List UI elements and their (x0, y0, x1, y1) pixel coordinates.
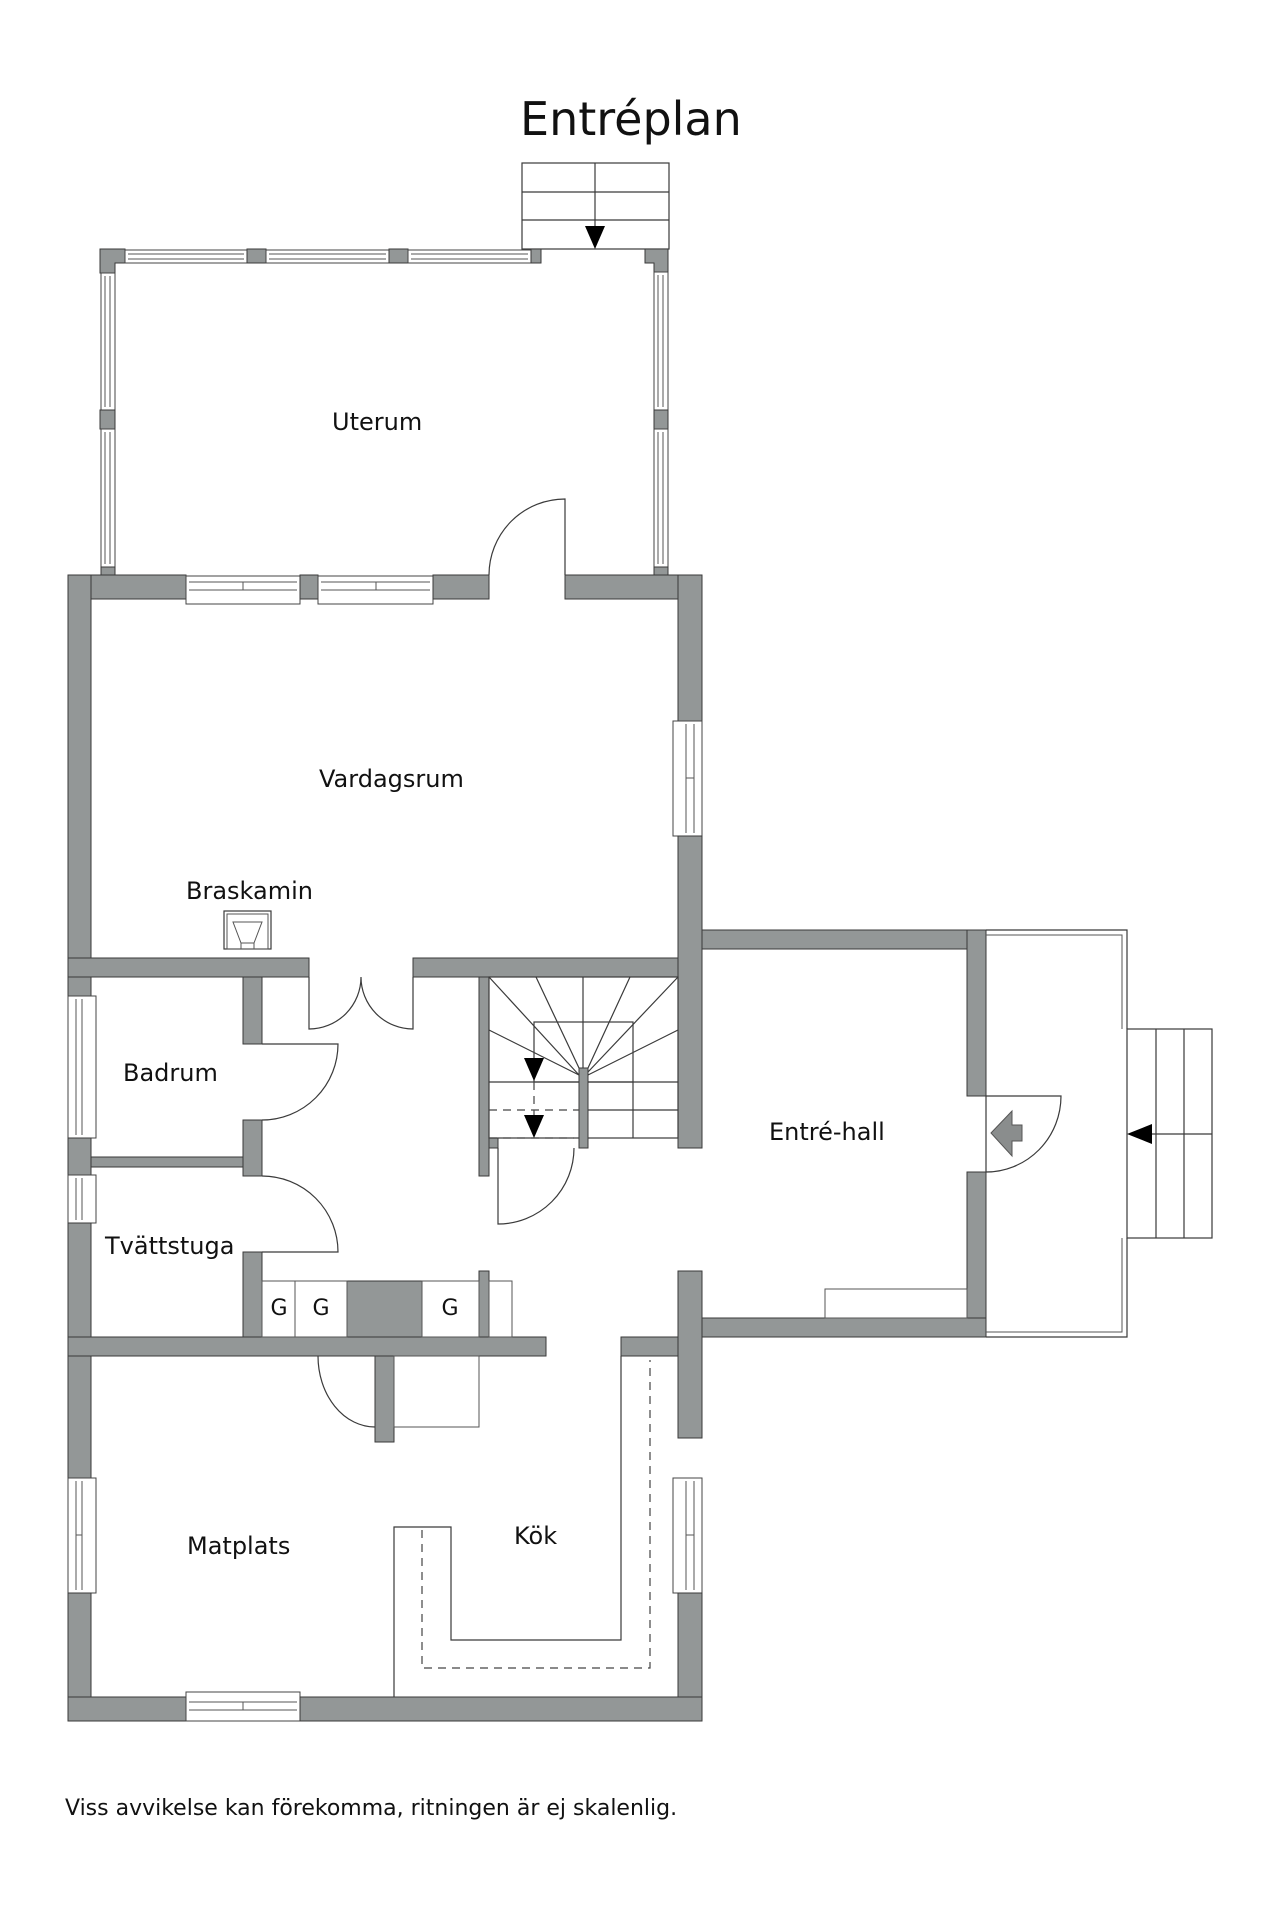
main-walls (67, 498, 987, 1722)
room-label-vardagsrum: Vardagsrum (319, 765, 464, 793)
door-storage (317, 1355, 376, 1428)
room-label-uterum: Uterum (332, 408, 423, 436)
main-entrance-icon (990, 1109, 1023, 1158)
down-arrow-icon (585, 226, 605, 249)
cabinets (261, 1280, 513, 1338)
kitchen-counter (393, 1356, 651, 1697)
room-label-matplats: Matplats (187, 1532, 291, 1560)
stair-down-arrow-icon-2 (524, 1115, 544, 1138)
door-tvattstuga (261, 1175, 339, 1253)
staircase (488, 976, 679, 1149)
uterum-steps (521, 162, 670, 250)
room-label-braskamin: Braskamin (186, 877, 313, 905)
double-door (308, 976, 414, 1030)
cabinet-label: G (270, 1296, 288, 1321)
door-badrum (261, 1043, 339, 1121)
doors (261, 976, 1062, 1428)
disclaimer-text: Viss avvikelse kan förekomma, ritningen … (65, 1796, 678, 1821)
uterum-walls (99, 248, 669, 576)
bench (824, 1288, 968, 1319)
room-label-kok: Kök (514, 1522, 558, 1550)
room-label-entre-hall: Entré-hall (769, 1118, 885, 1146)
door-under-stairs (497, 1147, 575, 1225)
cabinet-label: G (312, 1296, 330, 1321)
fireplace-icon (223, 910, 272, 950)
entry-arrow-icon (1127, 1124, 1152, 1144)
door-uterum (488, 498, 566, 576)
room-label-badrum: Badrum (123, 1059, 218, 1087)
door-entre (985, 1095, 1062, 1173)
entrance-porch (986, 929, 1213, 1338)
stair-down-arrow-icon (524, 1058, 544, 1081)
room-label-tvattstuga: Tvättstuga (105, 1232, 235, 1260)
page-title: Entréplan (520, 92, 742, 146)
cabinet-label: G (441, 1296, 459, 1321)
